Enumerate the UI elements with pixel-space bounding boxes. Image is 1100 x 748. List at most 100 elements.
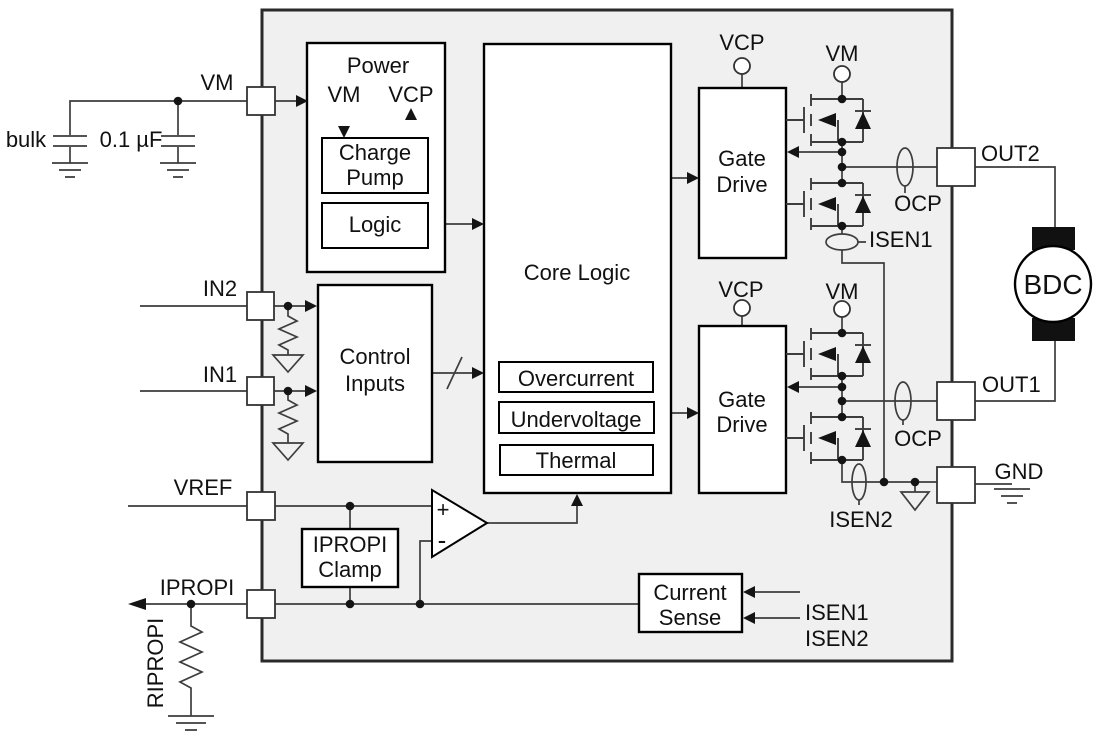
motor-brush-bottom	[1032, 318, 1075, 341]
gate-drive-b-label-line2: Drive	[716, 412, 767, 437]
vm-b-label: VM	[826, 279, 859, 304]
bdc-motor-label: BDC	[1023, 269, 1082, 300]
gate-drive-a-label-line2: Drive	[716, 172, 767, 197]
gnd-pin-label: GND	[995, 459, 1044, 484]
bulk-cap-label: bulk	[6, 127, 47, 152]
ipropi-clamp-label-line2: Clamp	[318, 557, 382, 582]
arrow-ipropi-out	[128, 598, 146, 610]
ipropi-net	[144, 540, 639, 731]
arrowheads	[128, 95, 799, 624]
arrow-in2-to-control	[305, 300, 317, 312]
core-logic-title: Core Logic	[524, 260, 630, 285]
vm-terminal-b	[833, 300, 851, 318]
current-sense-block	[637, 572, 744, 634]
comparator-symbol	[431, 488, 489, 559]
vcp-terminal-a	[733, 57, 751, 75]
ipropi-pin-label: IPROPI	[160, 575, 235, 600]
isen1-node-label: ISEN1	[869, 227, 933, 252]
device-gnd-symbol	[899, 491, 931, 512]
half-bridge-b-net	[741, 316, 937, 505]
ocp-a-label: OCP	[894, 191, 942, 216]
arrow-in1-to-control	[305, 385, 317, 397]
isen2-node-label: ISEN2	[829, 507, 893, 532]
isen1-sense-ellipse	[825, 233, 859, 251]
gate-drive-b-label-line1: Gate	[718, 387, 766, 412]
current-sense-isen2-label: ISEN2	[805, 626, 869, 651]
motor-body	[1013, 244, 1093, 324]
bypass-cap-label: 0.1 µF	[100, 127, 163, 152]
arrow-comparator-to-core	[571, 494, 583, 506]
vcp-terminal-b	[733, 299, 751, 317]
out1-pin-label: OUT1	[982, 372, 1041, 397]
comparator-plus-label: +	[437, 497, 450, 522]
charge-pump-block	[321, 137, 429, 194]
comparator-minus-label: -	[438, 525, 447, 555]
arrow-switchnode-a-to-gatedrive	[787, 146, 799, 158]
logic-block-label: Logic	[349, 212, 402, 237]
arrow-vm-to-chargepump	[338, 126, 350, 138]
vm-pin-label: VM	[201, 70, 234, 95]
power-vm-label: VM	[328, 82, 361, 107]
ocp-sense-a-ellipse	[896, 147, 914, 187]
arrow-vm-to-power	[296, 95, 308, 107]
ipropi-pin-terminal	[246, 589, 276, 619]
vm-a-label: VM	[826, 41, 859, 66]
power-block-title: Power	[347, 53, 409, 78]
out2-pin-label: OUT2	[981, 141, 1040, 166]
ipropi-clamp-block	[300, 527, 400, 589]
logic-block	[321, 202, 429, 249]
vcp-a-label: VCP	[719, 30, 764, 55]
thermal-block	[499, 444, 654, 476]
out1-pin-terminal	[936, 381, 976, 421]
vm-supply-net	[52, 100, 298, 178]
in1-pin-label: IN1	[203, 362, 237, 387]
vm-pin-terminal	[246, 86, 276, 116]
gate-drive-a-label-line1: Gate	[718, 146, 766, 171]
bdc-motor-symbol	[1013, 227, 1093, 341]
vm-terminal-a	[833, 65, 851, 83]
current-sense-label-line1: Current	[653, 580, 726, 605]
control-inputs-block	[316, 283, 434, 464]
labels: bulk 0.1 µF VM IN2 IN1 VREF IPROPI RIPRO…	[6, 30, 1083, 708]
ipropi-clamp-label-line1: IPROPI	[313, 532, 388, 557]
vref-pin-label: VREF	[174, 475, 233, 500]
gate-drive-a-block	[697, 86, 788, 260]
arrow-control-to-core	[472, 367, 484, 379]
junction-dots	[173, 94, 920, 609]
control-inputs-label-line1: Control	[340, 344, 411, 369]
in1-pin-terminal	[246, 376, 275, 406]
arrow-switchnode-b-to-gatedrive	[787, 381, 799, 393]
arrow-isen1-to-currentsense	[743, 586, 755, 598]
in2-pin-terminal	[246, 291, 275, 321]
thermal-label: Thermal	[536, 448, 617, 473]
vcp-b-label: VCP	[718, 277, 763, 302]
arrow-core-to-gatedrive-b	[687, 407, 699, 419]
vref-pin-terminal	[246, 491, 276, 521]
bus-slash	[446, 356, 463, 390]
arrow-isen2-to-currentsense	[743, 612, 755, 624]
motor-brush-top	[1032, 227, 1075, 250]
arrow-logic-to-core	[472, 218, 484, 230]
gnd-pin-terminal	[936, 466, 976, 504]
current-sense-isen1-label: ISEN1	[805, 600, 869, 625]
isen2-sense-ellipse	[851, 463, 867, 501]
in2-pulldown-gnd-symbol	[271, 354, 305, 374]
ocp-b-label: OCP	[894, 426, 942, 451]
undervoltage-block	[498, 401, 655, 434]
arrow-core-to-gatedrive-a	[687, 172, 699, 184]
overcurrent-label: Overcurrent	[518, 366, 634, 391]
charge-pump-label-line1: Charge	[339, 140, 411, 165]
comparator-out-net	[487, 504, 578, 524]
current-sense-label-line2: Sense	[659, 605, 721, 630]
ocp-sense-b-ellipse	[894, 381, 912, 421]
overcurrent-block	[498, 361, 654, 393]
charge-pump-label-line2: Pump	[346, 165, 403, 190]
undervoltage-label: Undervoltage	[511, 407, 642, 432]
in2-net	[140, 305, 310, 355]
in2-pin-label: IN2	[203, 276, 237, 301]
in1-net	[140, 390, 310, 443]
in1-pulldown-gnd-symbol	[271, 442, 305, 462]
power-vcp-label: VCP	[388, 82, 433, 107]
arrow-chargepump-to-vcp	[405, 108, 417, 120]
